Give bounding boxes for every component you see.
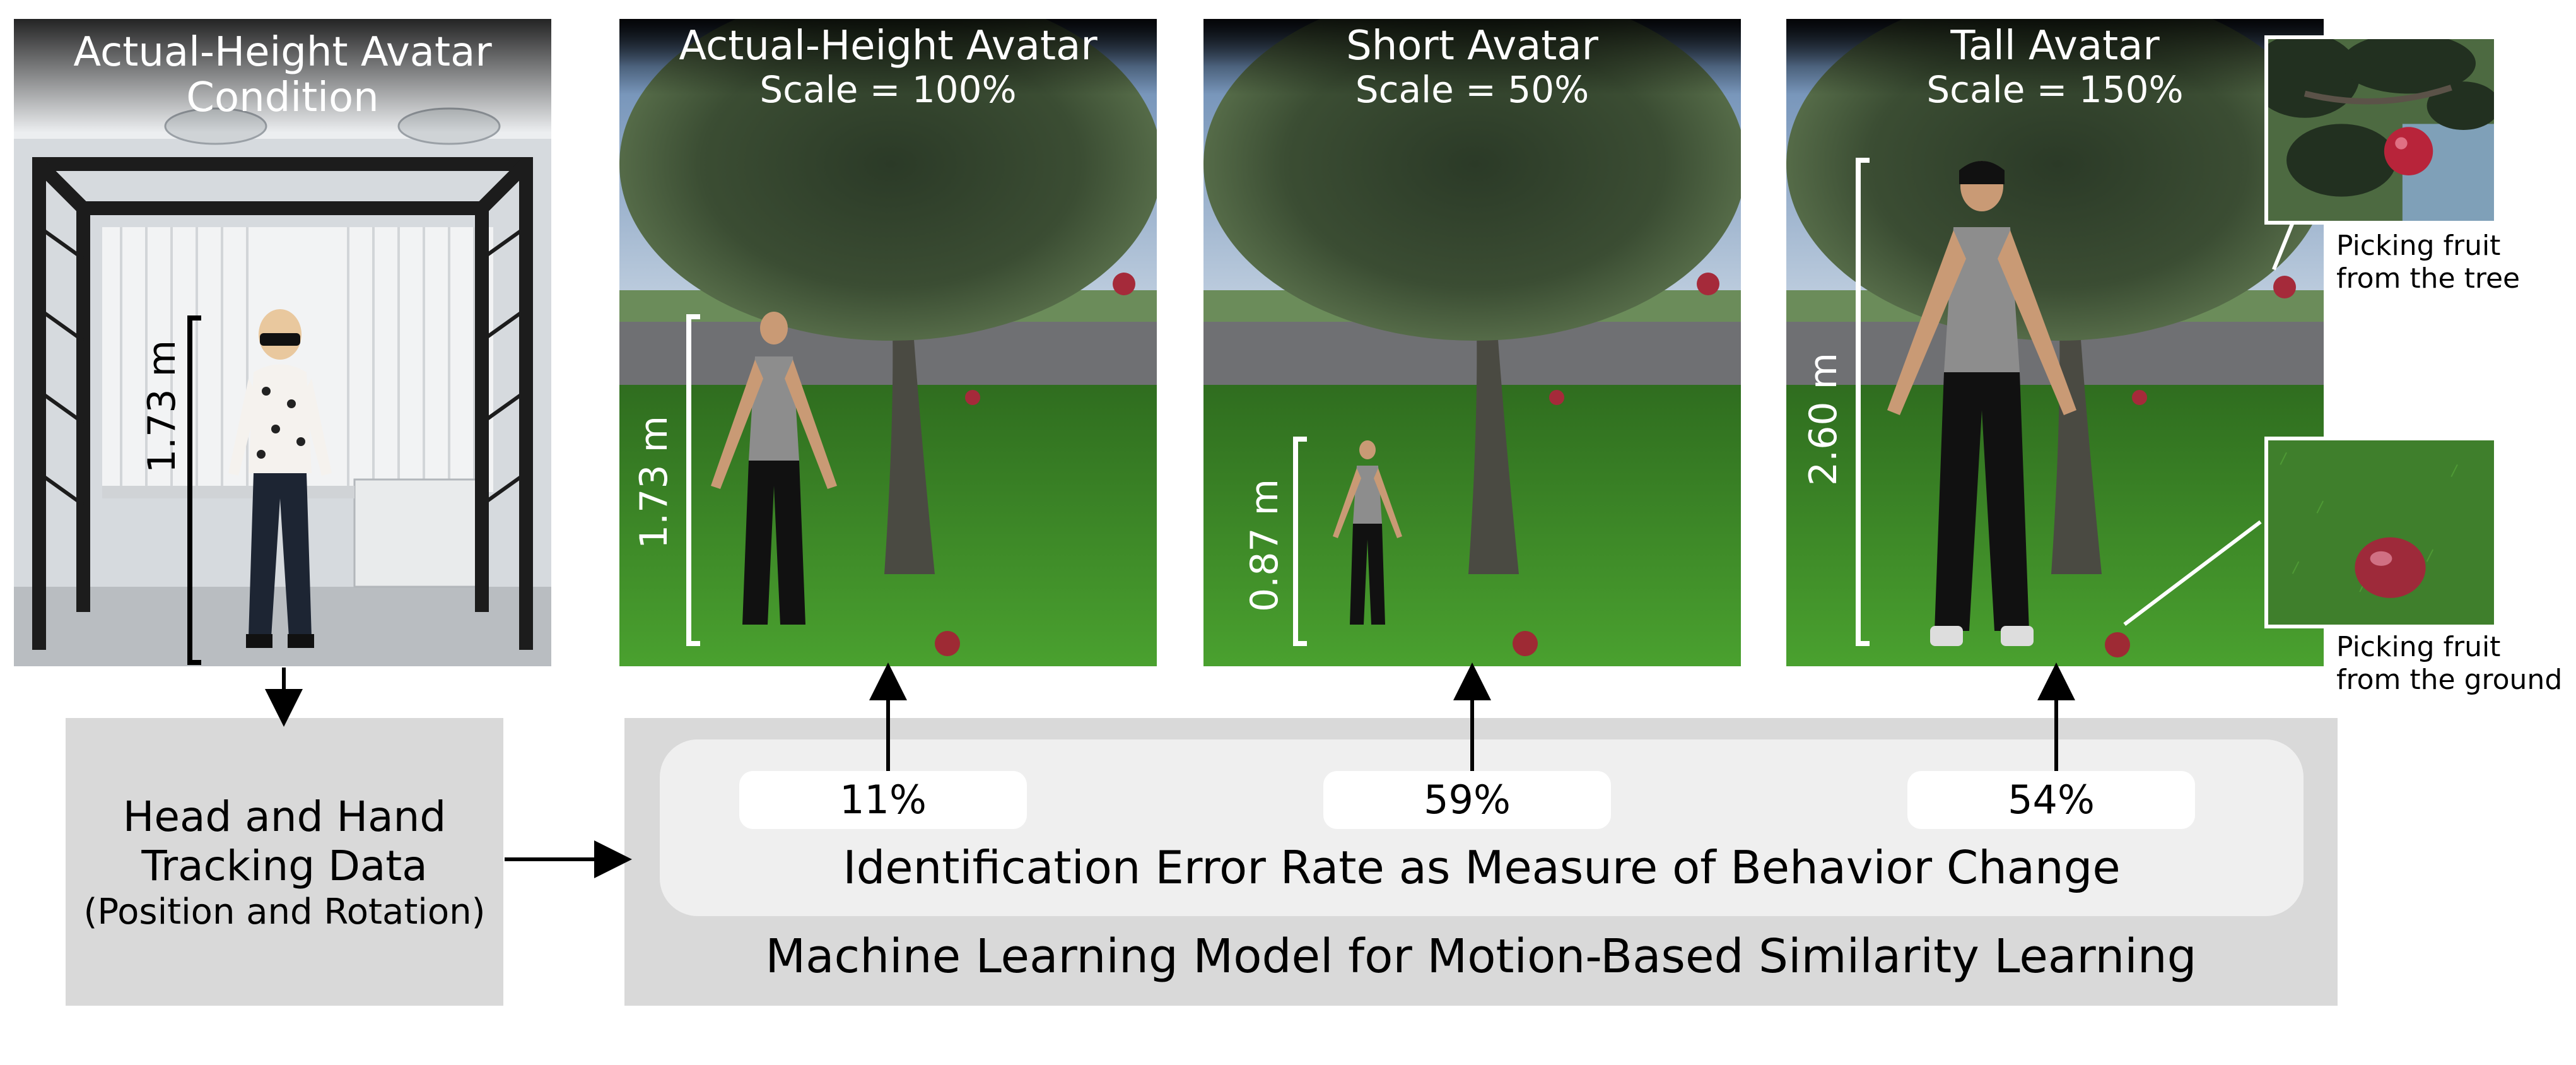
scene-height-label: 0.87 m xyxy=(1243,478,1287,612)
scene-scale: Scale = 100% xyxy=(759,68,1017,111)
scene-panel-tall: Tall Avatar Scale = 150% 2.60 m xyxy=(1786,19,2324,666)
garden-scene xyxy=(619,19,1157,666)
photo-panel: Actual-Height Avatar Condition 1.73 m xyxy=(14,19,551,666)
tracking-line2: Tracking Data xyxy=(141,842,428,890)
inset-tree xyxy=(2264,35,2498,225)
height-bracket xyxy=(1293,437,1307,646)
tracking-line3: (Position and Rotation) xyxy=(83,891,486,933)
ground-caption-line2: from the ground xyxy=(2336,664,2563,696)
tracking-data-box: Head and Hand Tracking Data (Position an… xyxy=(66,718,503,1006)
scene-title: Short Avatar xyxy=(1346,23,1598,69)
error-rate-short: 59% xyxy=(1323,771,1611,829)
photo-title-line1: Actual-Height Avatar xyxy=(73,29,492,76)
error-rate-tall: 54% xyxy=(1907,771,2195,829)
scene-panel-actual: Actual-Height Avatar Scale = 100% 1.73 m xyxy=(619,19,1157,666)
scene-scale: Scale = 150% xyxy=(1926,68,2184,111)
garden-scene xyxy=(1203,19,1741,666)
tree-closeup xyxy=(2268,39,2494,221)
scene-title: Tall Avatar xyxy=(1950,23,2160,69)
garden-scene xyxy=(1786,19,2324,666)
height-bracket xyxy=(187,315,201,665)
scene-height-label: 2.60 m xyxy=(1801,352,1846,486)
ground-caption-line1: Picking fruit xyxy=(2336,631,2501,663)
avatar-figure xyxy=(711,312,837,625)
ground-closeup xyxy=(2268,440,2494,625)
lab-room-photo xyxy=(14,19,551,666)
person-photo xyxy=(228,309,332,648)
photo-title-line2: Condition xyxy=(186,74,379,121)
scene-title-block: Tall Avatar Scale = 150% xyxy=(1786,23,2324,111)
ml-model-box: 11% 59% 54% Identification Error Rate as… xyxy=(624,718,2338,1006)
avatar-figure xyxy=(1333,440,1402,625)
inset-tree-caption: Picking fruit from the tree xyxy=(2336,230,2520,295)
height-bracket xyxy=(1856,158,1870,646)
error-rate-label: Identification Error Rate as Measure of … xyxy=(843,841,2121,894)
height-bracket xyxy=(686,314,700,646)
inset-ground xyxy=(2264,437,2498,628)
error-rate-container: 11% 59% 54% Identification Error Rate as… xyxy=(660,739,2304,916)
scene-panel-short: Short Avatar Scale = 50% 0.87 m xyxy=(1203,19,1741,666)
scene-title-block: Short Avatar Scale = 50% xyxy=(1203,23,1741,111)
scene-title-block: Actual-Height Avatar Scale = 100% xyxy=(619,23,1157,111)
photo-panel-title: Actual-Height Avatar Condition xyxy=(14,30,551,121)
tracking-box-text: Head and Hand Tracking Data (Position an… xyxy=(66,792,503,934)
tree-caption-line1: Picking fruit xyxy=(2336,230,2501,262)
tree-caption-line2: from the tree xyxy=(2336,262,2520,295)
photo-height-label: 1.73 m xyxy=(140,339,184,473)
ml-model-label: Machine Learning Model for Motion-Based … xyxy=(765,929,2197,984)
error-rate-actual: 11% xyxy=(739,771,1027,829)
scene-scale: Scale = 50% xyxy=(1355,68,1590,111)
inset-ground-caption: Picking fruit from the ground xyxy=(2336,631,2562,697)
tracking-line1: Head and Hand xyxy=(122,792,447,841)
scene-title: Actual-Height Avatar xyxy=(679,23,1098,69)
scene-height-label: 1.73 m xyxy=(632,415,676,549)
avatar-figure xyxy=(1887,161,2076,646)
